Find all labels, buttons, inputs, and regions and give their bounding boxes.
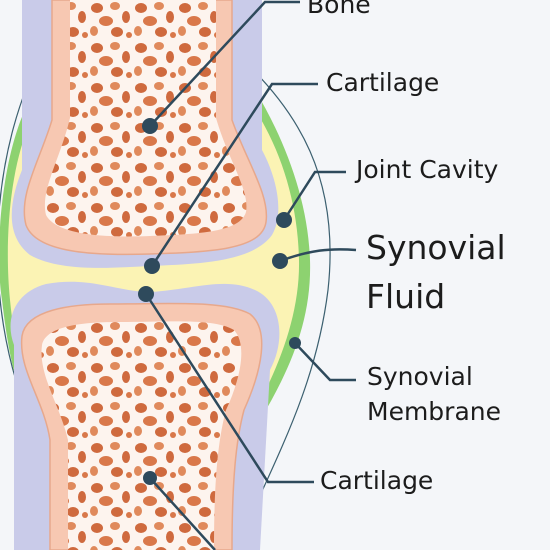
label-synovial-membrane-line1: Synovial xyxy=(367,362,473,391)
bottom-bone-pointer-line xyxy=(149,477,216,550)
label-synovial-fluid-line2: Fluid xyxy=(366,277,446,316)
cartilage-top-pointer-line xyxy=(150,82,318,267)
top-bone-marrow xyxy=(44,0,247,237)
cartilage-top-pointer-dot xyxy=(144,258,160,274)
label-synovial-fluid-line1: Synovial xyxy=(366,228,506,267)
synovial-membrane-pointer-dot xyxy=(289,337,301,349)
label-joint-cavity: Joint Cavity xyxy=(356,155,499,184)
bone-pointer-line xyxy=(149,0,300,127)
label-bone: Bone xyxy=(307,0,371,19)
bottom-bone-pointer-dot xyxy=(143,471,157,485)
label-synovial-membrane-line2: Membrane xyxy=(367,397,501,426)
synovial-fluid-pointer-dot xyxy=(272,253,288,269)
joint-cavity-pointer-dot xyxy=(276,212,292,228)
bottom-bone-marrow xyxy=(41,321,242,550)
joint-capsule-outline-right xyxy=(231,49,331,501)
cartilage-bottom-pointer-dot xyxy=(138,286,154,302)
label-cartilage-top: Cartilage xyxy=(326,68,440,97)
joint-cavity-pointer-line xyxy=(282,170,346,221)
cartilage-bottom-pointer-line xyxy=(144,293,314,484)
bone-pointer-dot xyxy=(142,118,158,134)
synovial-membrane-pointer-line xyxy=(294,342,356,382)
synovial-fluid-pointer-line xyxy=(279,248,357,263)
label-cartilage-bottom: Cartilage xyxy=(320,466,434,495)
